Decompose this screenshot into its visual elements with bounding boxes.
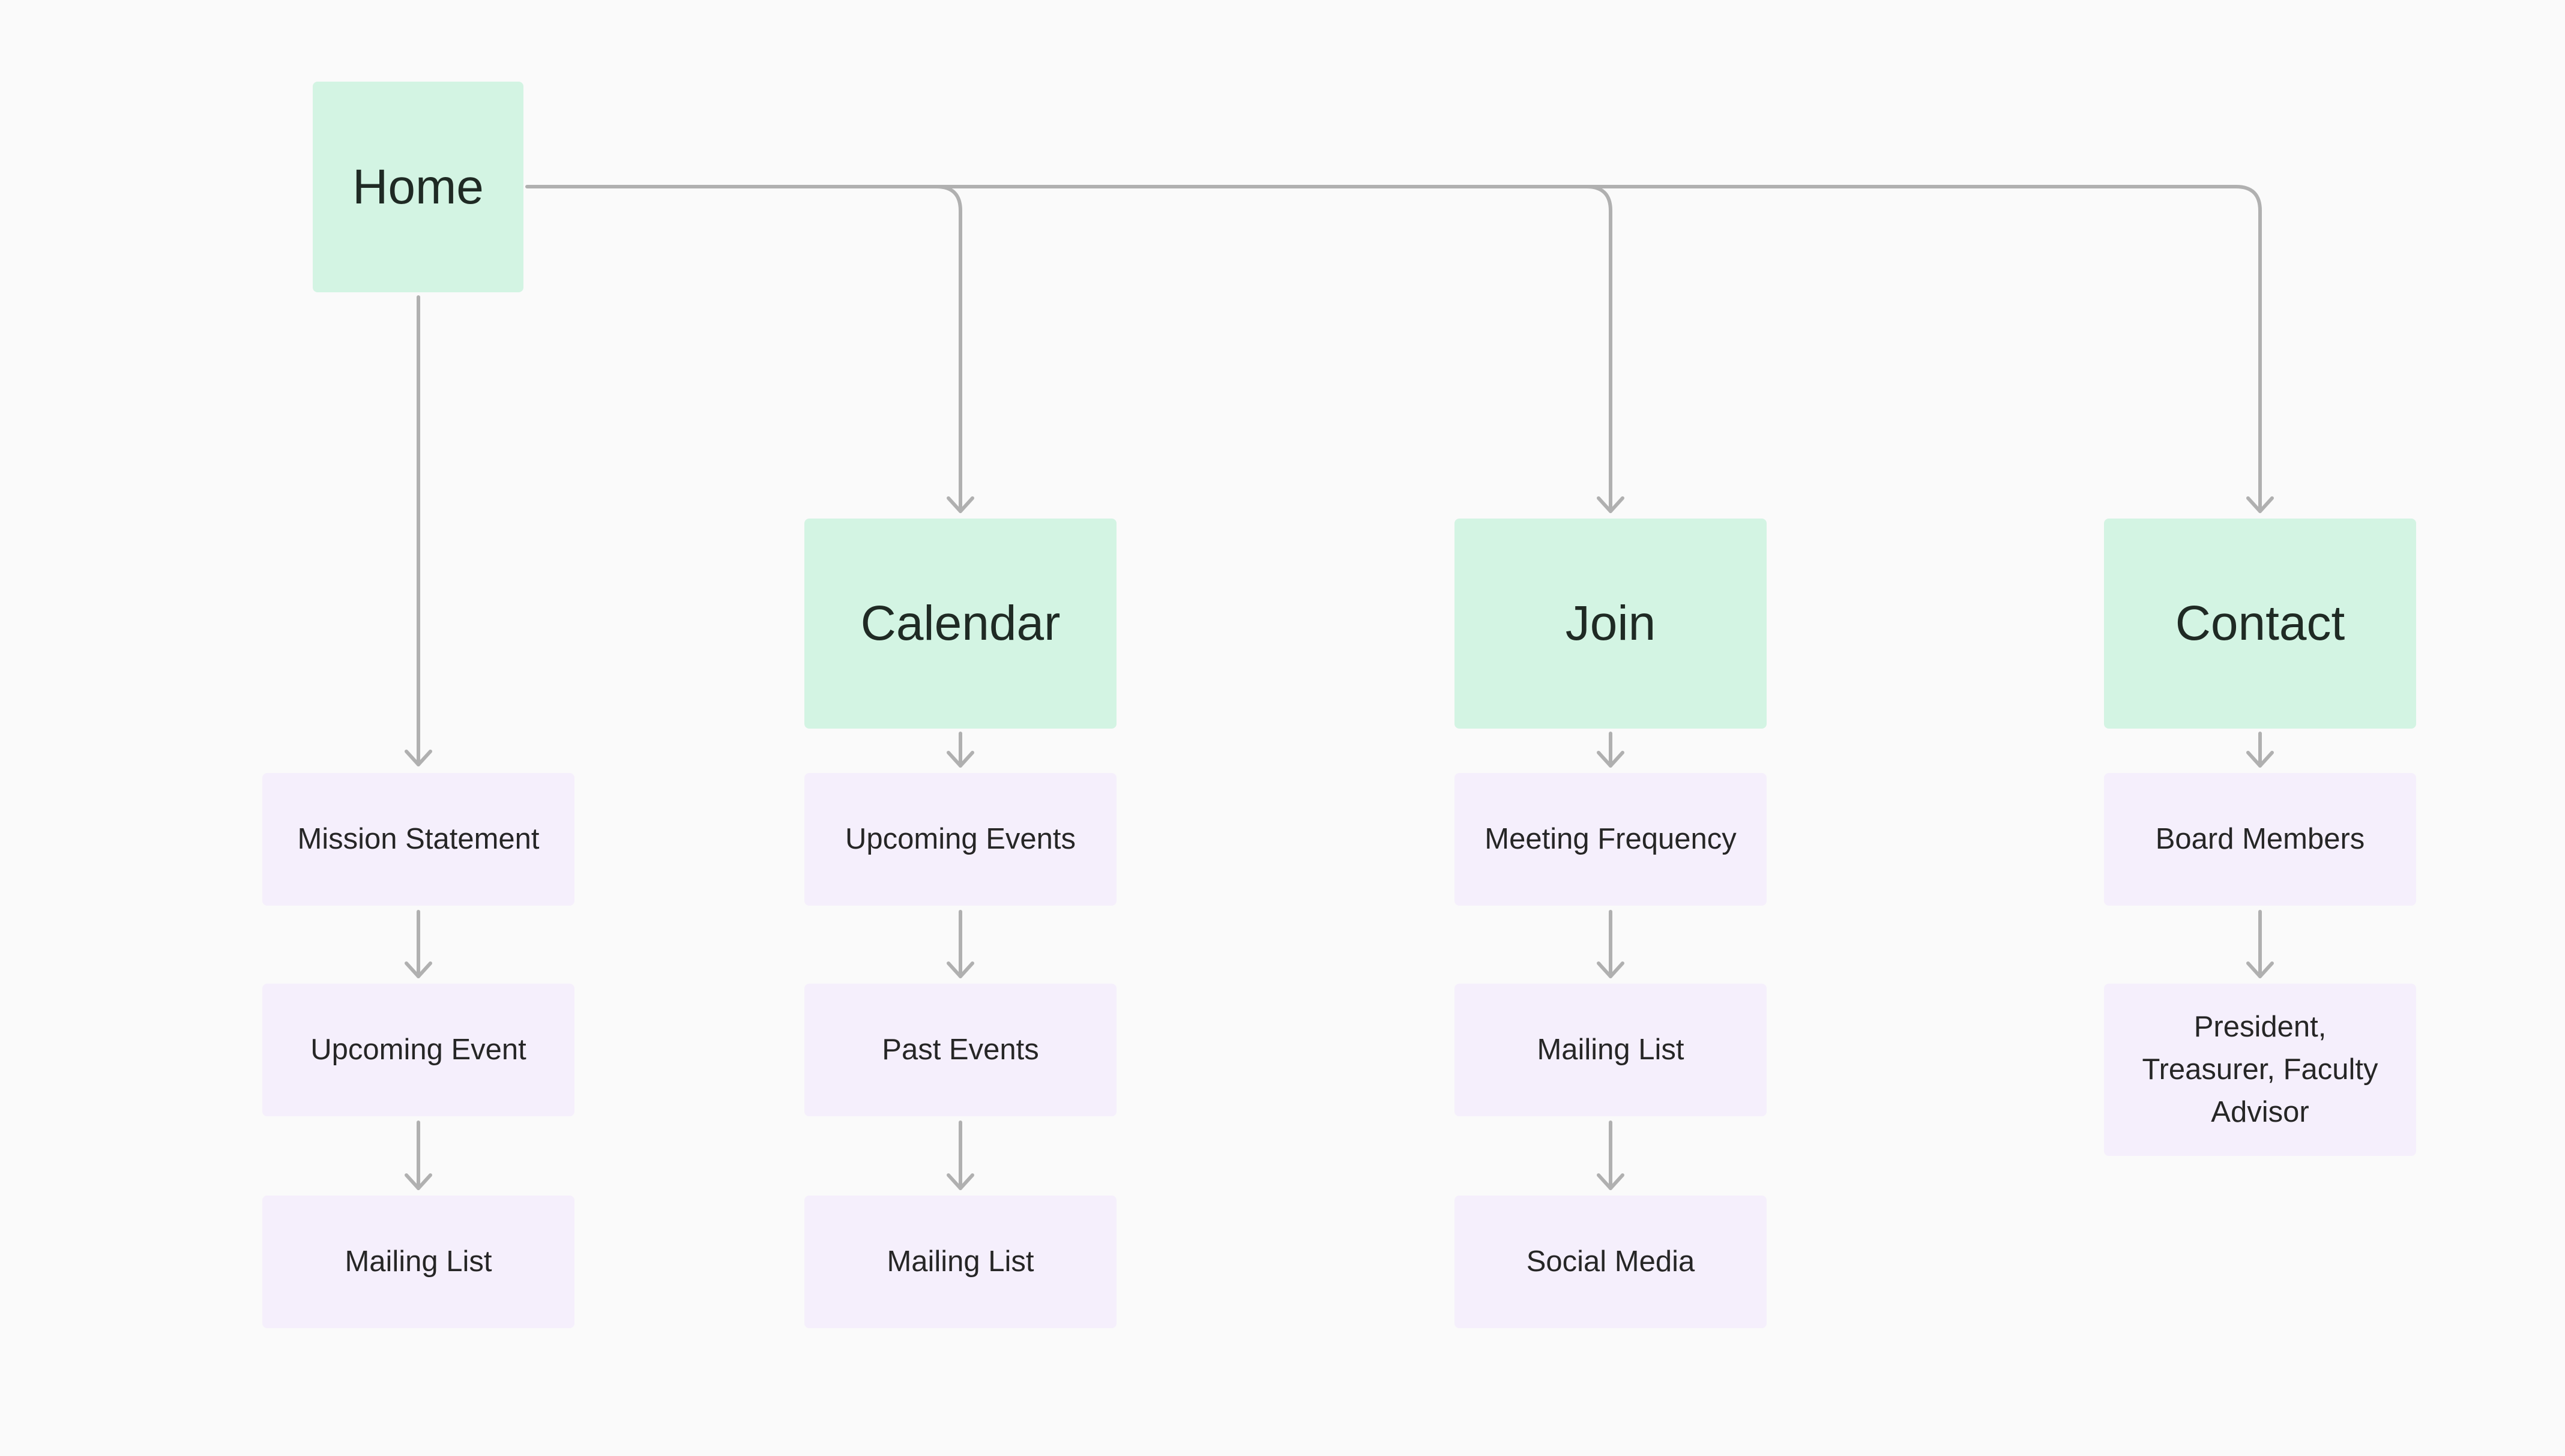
node-label: President, Treasurer, Faculty Advisor xyxy=(2142,1010,2378,1129)
arrowhead xyxy=(2246,961,2274,978)
node-label: Mailing List xyxy=(345,1245,492,1278)
social-media-node: Social Media xyxy=(1454,1196,1767,1328)
node-label: Mission Statement xyxy=(297,822,540,855)
arrowhead xyxy=(405,1173,432,1190)
arrowhead-mission xyxy=(405,750,432,766)
node-label: Meeting Frequency xyxy=(1484,822,1737,855)
upcoming-event-node: Upcoming Event xyxy=(262,984,574,1116)
home-node-label: Home xyxy=(352,159,484,214)
mission-statement-node: Mission Statement xyxy=(262,773,574,906)
node-label: Board Members xyxy=(2155,822,2365,855)
arrowhead xyxy=(947,751,974,768)
upcoming-events-node: Upcoming Events xyxy=(804,773,1117,906)
arrowhead xyxy=(405,961,432,978)
node-label: Mailing List xyxy=(887,1245,1034,1278)
calendar-node: Calendar xyxy=(804,519,1117,729)
arrowhead xyxy=(1597,961,1624,978)
node-label: Mailing List xyxy=(1537,1033,1684,1066)
node-label: Past Events xyxy=(882,1033,1039,1066)
contact-node-label: Contact xyxy=(2175,596,2345,651)
officers-node: President, Treasurer, Faculty Advisor xyxy=(2104,984,2416,1156)
home-to-calendar-connector xyxy=(525,185,962,512)
home-node: Home xyxy=(313,82,523,292)
arrowhead xyxy=(947,961,974,978)
home-mailing-list-node: Mailing List xyxy=(262,1196,574,1328)
arrowhead xyxy=(1597,1173,1624,1190)
arrowhead xyxy=(1597,751,1624,768)
contact-node: Contact xyxy=(2104,519,2416,729)
past-events-node: Past Events xyxy=(804,984,1117,1116)
home-to-contact-connector xyxy=(1585,185,2262,512)
node-label: Social Media xyxy=(1526,1245,1695,1278)
calendar-mailing-list-node: Mailing List xyxy=(804,1196,1117,1328)
arrowhead-join xyxy=(1597,496,1624,513)
meeting-frequency-node: Meeting Frequency xyxy=(1454,773,1767,906)
calendar-node-label: Calendar xyxy=(860,596,1061,651)
arrowhead xyxy=(2246,751,2274,768)
board-members-node: Board Members xyxy=(2104,773,2416,906)
arrowhead-calendar xyxy=(947,496,974,513)
arrowhead-contact xyxy=(2246,496,2274,513)
join-node-label: Join xyxy=(1565,596,1656,651)
join-node: Join xyxy=(1454,519,1767,729)
join-mailing-list-node: Mailing List xyxy=(1454,984,1767,1116)
arrowhead xyxy=(947,1173,974,1190)
node-label: Upcoming Events xyxy=(845,822,1076,855)
node-label: Upcoming Event xyxy=(310,1033,526,1066)
home-to-join-connector xyxy=(935,185,1612,512)
